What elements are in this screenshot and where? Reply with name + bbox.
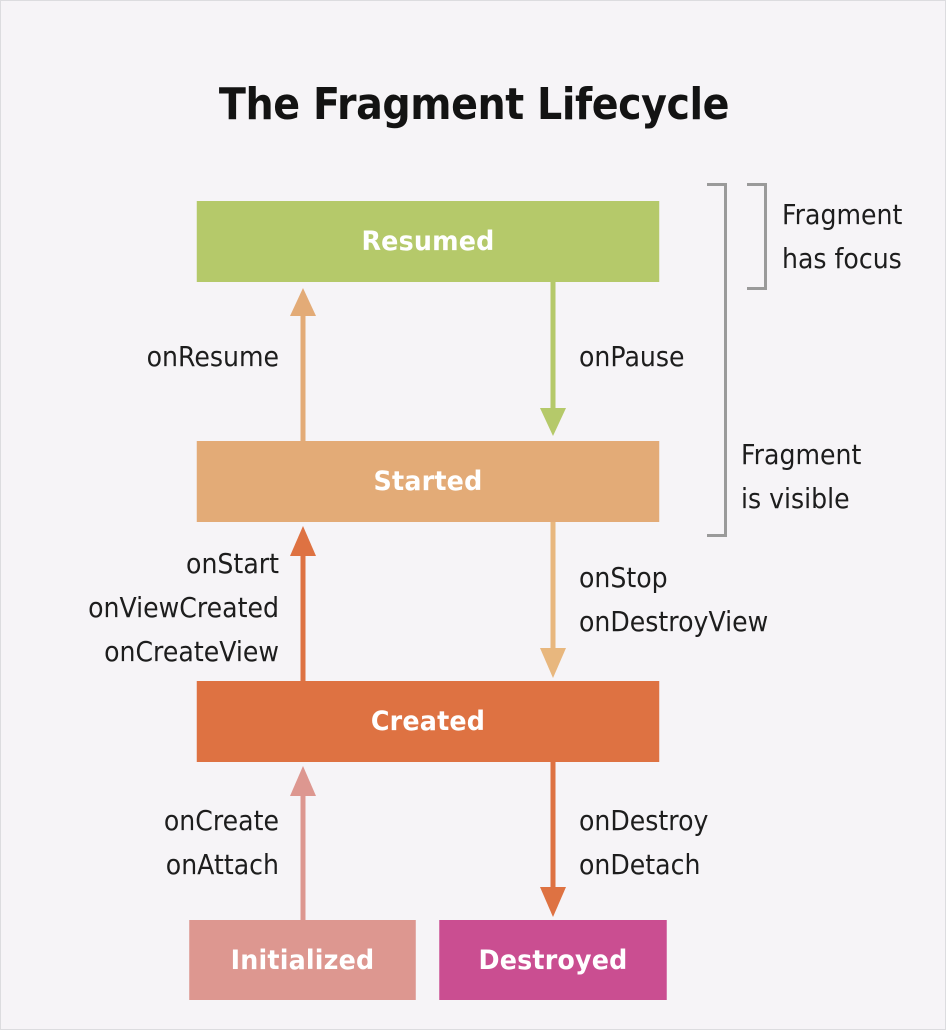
bracket-label-has-focus: Fragment has focus: [782, 198, 903, 275]
arrow-onstop-icon: [540, 522, 566, 678]
transition-label-onstart: onStart onViewCreated onCreateView: [88, 547, 280, 668]
arrow-onresume-icon: [290, 288, 316, 442]
arrow-ondestroy-icon: [540, 762, 566, 917]
state-box-initialized: Initialized: [189, 920, 416, 1000]
state-label-destroyed: Destroyed: [478, 944, 628, 976]
transition-label-onresume: onResume: [146, 340, 279, 373]
transition-label-onstop: onStop onDestroyView: [579, 561, 769, 638]
state-label-initialized: Initialized: [230, 944, 375, 976]
state-box-destroyed: Destroyed: [439, 920, 667, 1000]
state-box-started: Started: [196, 441, 660, 522]
arrow-onstart-icon: [290, 526, 316, 682]
diagram-title: The Fragment Lifecycle: [218, 79, 730, 130]
state-box-created: Created: [196, 681, 660, 762]
transition-label-ondestroy: onDestroy onDetach: [579, 804, 709, 881]
arrow-oncreate-icon: [290, 766, 316, 921]
state-box-resumed: Resumed: [196, 201, 660, 282]
state-label-resumed: Resumed: [361, 226, 495, 257]
transition-label-onpause: onPause: [579, 340, 685, 373]
bracket-fragment-is-visible: [707, 183, 727, 537]
bracket-fragment-has-focus: [747, 183, 767, 290]
arrow-onpause-icon: [540, 282, 566, 436]
bracket-label-is-visible: Fragment is visible: [741, 438, 862, 515]
state-label-started: Started: [373, 466, 483, 497]
transition-label-oncreate: onCreate onAttach: [163, 804, 279, 881]
state-label-created: Created: [370, 706, 486, 737]
